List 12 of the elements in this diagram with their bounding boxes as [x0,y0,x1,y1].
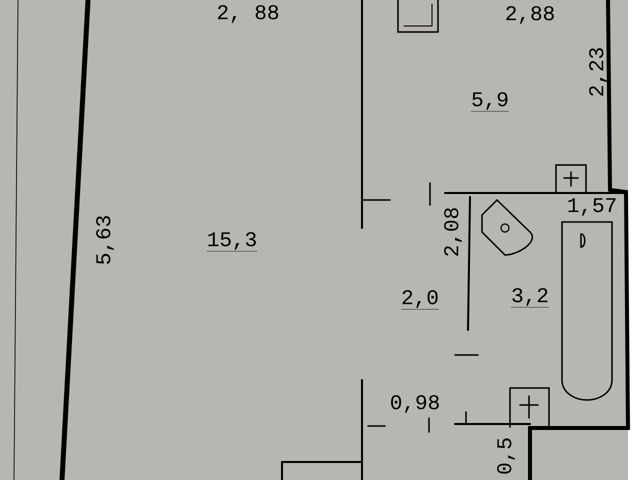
dimension-label: 0,98 [391,395,439,413]
dimension-label: 5,63 [96,216,114,264]
dimension-label: 2,08 [444,208,462,256]
area-label: 15,3 [206,232,258,252]
dimension-label: 0,5 [497,438,515,474]
dimension-label: 2,23 [589,48,607,96]
area-label: 3,2 [510,288,550,308]
dimension-label: 1,57 [568,198,616,216]
area-label: 5,9 [470,92,510,112]
area-label: 2,0 [400,290,440,310]
dimension-label: 2,88 [506,6,554,24]
dimension-label: 2, 88 [218,5,278,23]
